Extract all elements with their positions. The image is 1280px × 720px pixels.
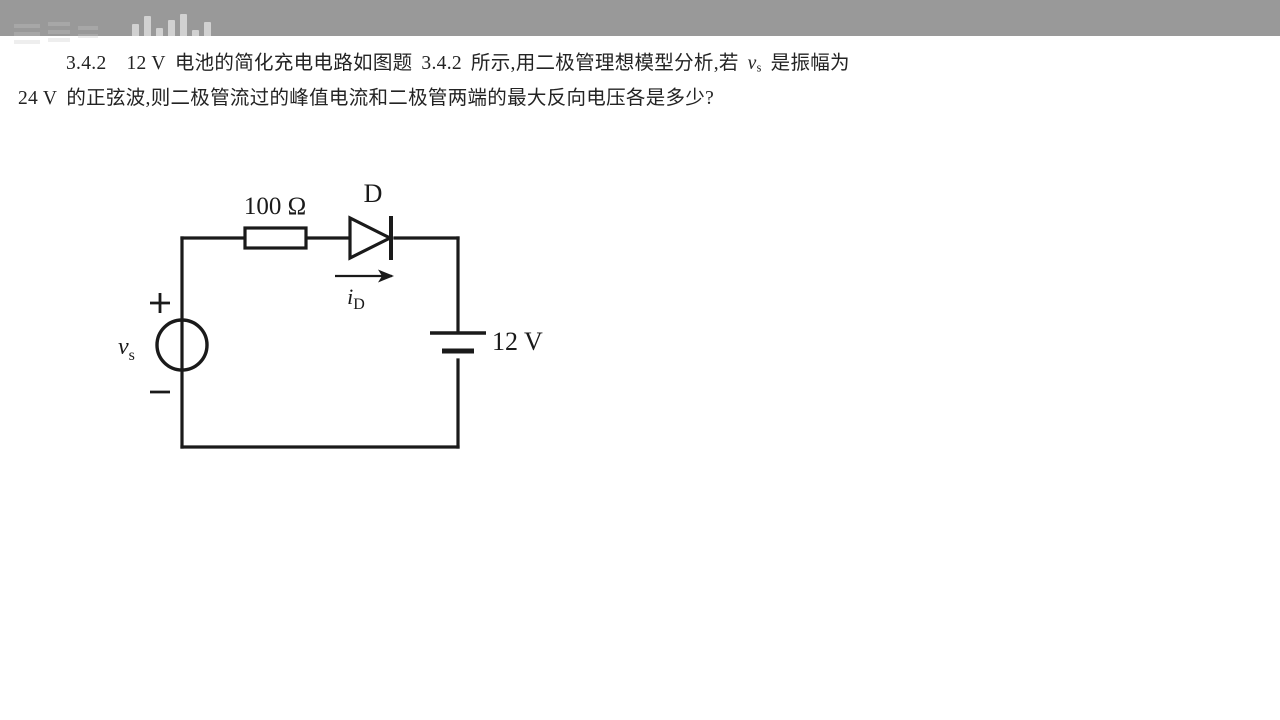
resistor-label: 100 Ω (244, 193, 306, 220)
circuit-wires (180, 236, 460, 449)
problem-line-2: 24 V 的正弦波,则二极管流过的峰值电流和二极管两端的最大反向电压各是多少? (18, 81, 1262, 116)
problem-statement: 3.4.2 12 V 电池的简化充电电路如图题 3.4.2 所示,用二极管理想模型分析,… (0, 46, 1280, 116)
problem-line-1: 3.4.2 12 V 电池的简化充电电路如图题 3.4.2 所示,用二极管理想模型分析,… (18, 46, 1262, 81)
problem-voltage-12v: 12 V (126, 53, 166, 74)
battery-label: 12 V (492, 327, 543, 356)
battery-symbol (430, 331, 486, 354)
problem-text-b: 所示,用二极管理想模型分析,若 (470, 53, 739, 74)
circuit-svg: 100 Ω D iD (118, 179, 543, 449)
source-label: vs (118, 334, 135, 364)
problem-text-d: 的正弦波,则二极管流过的峰值电流和二极管两端的最大反向电压各是多少? (66, 88, 715, 109)
source-plus-sign (150, 293, 170, 313)
diode-triangle (348, 215, 394, 261)
current-arrow-head (378, 269, 394, 283)
current-arrow (335, 269, 394, 283)
resistor-body (243, 226, 308, 250)
problem-voltage-24v: 24 V (18, 88, 58, 109)
problem-text-c: 是振幅为 (770, 53, 850, 74)
problem-figure-ref: 3.4.2 (421, 53, 462, 74)
problem-text-a: 电池的简化充电电路如图题 (174, 53, 413, 74)
problem-number: 3.4.2 (66, 53, 107, 74)
circuit-diagram: 100 Ω D iD (90, 170, 590, 480)
current-label: iD (347, 284, 365, 313)
top-letterbox-bar (0, 0, 1280, 36)
diode-label: D (364, 179, 383, 208)
problem-symbol-vs: vs (747, 53, 762, 75)
diode-symbol (348, 215, 394, 261)
